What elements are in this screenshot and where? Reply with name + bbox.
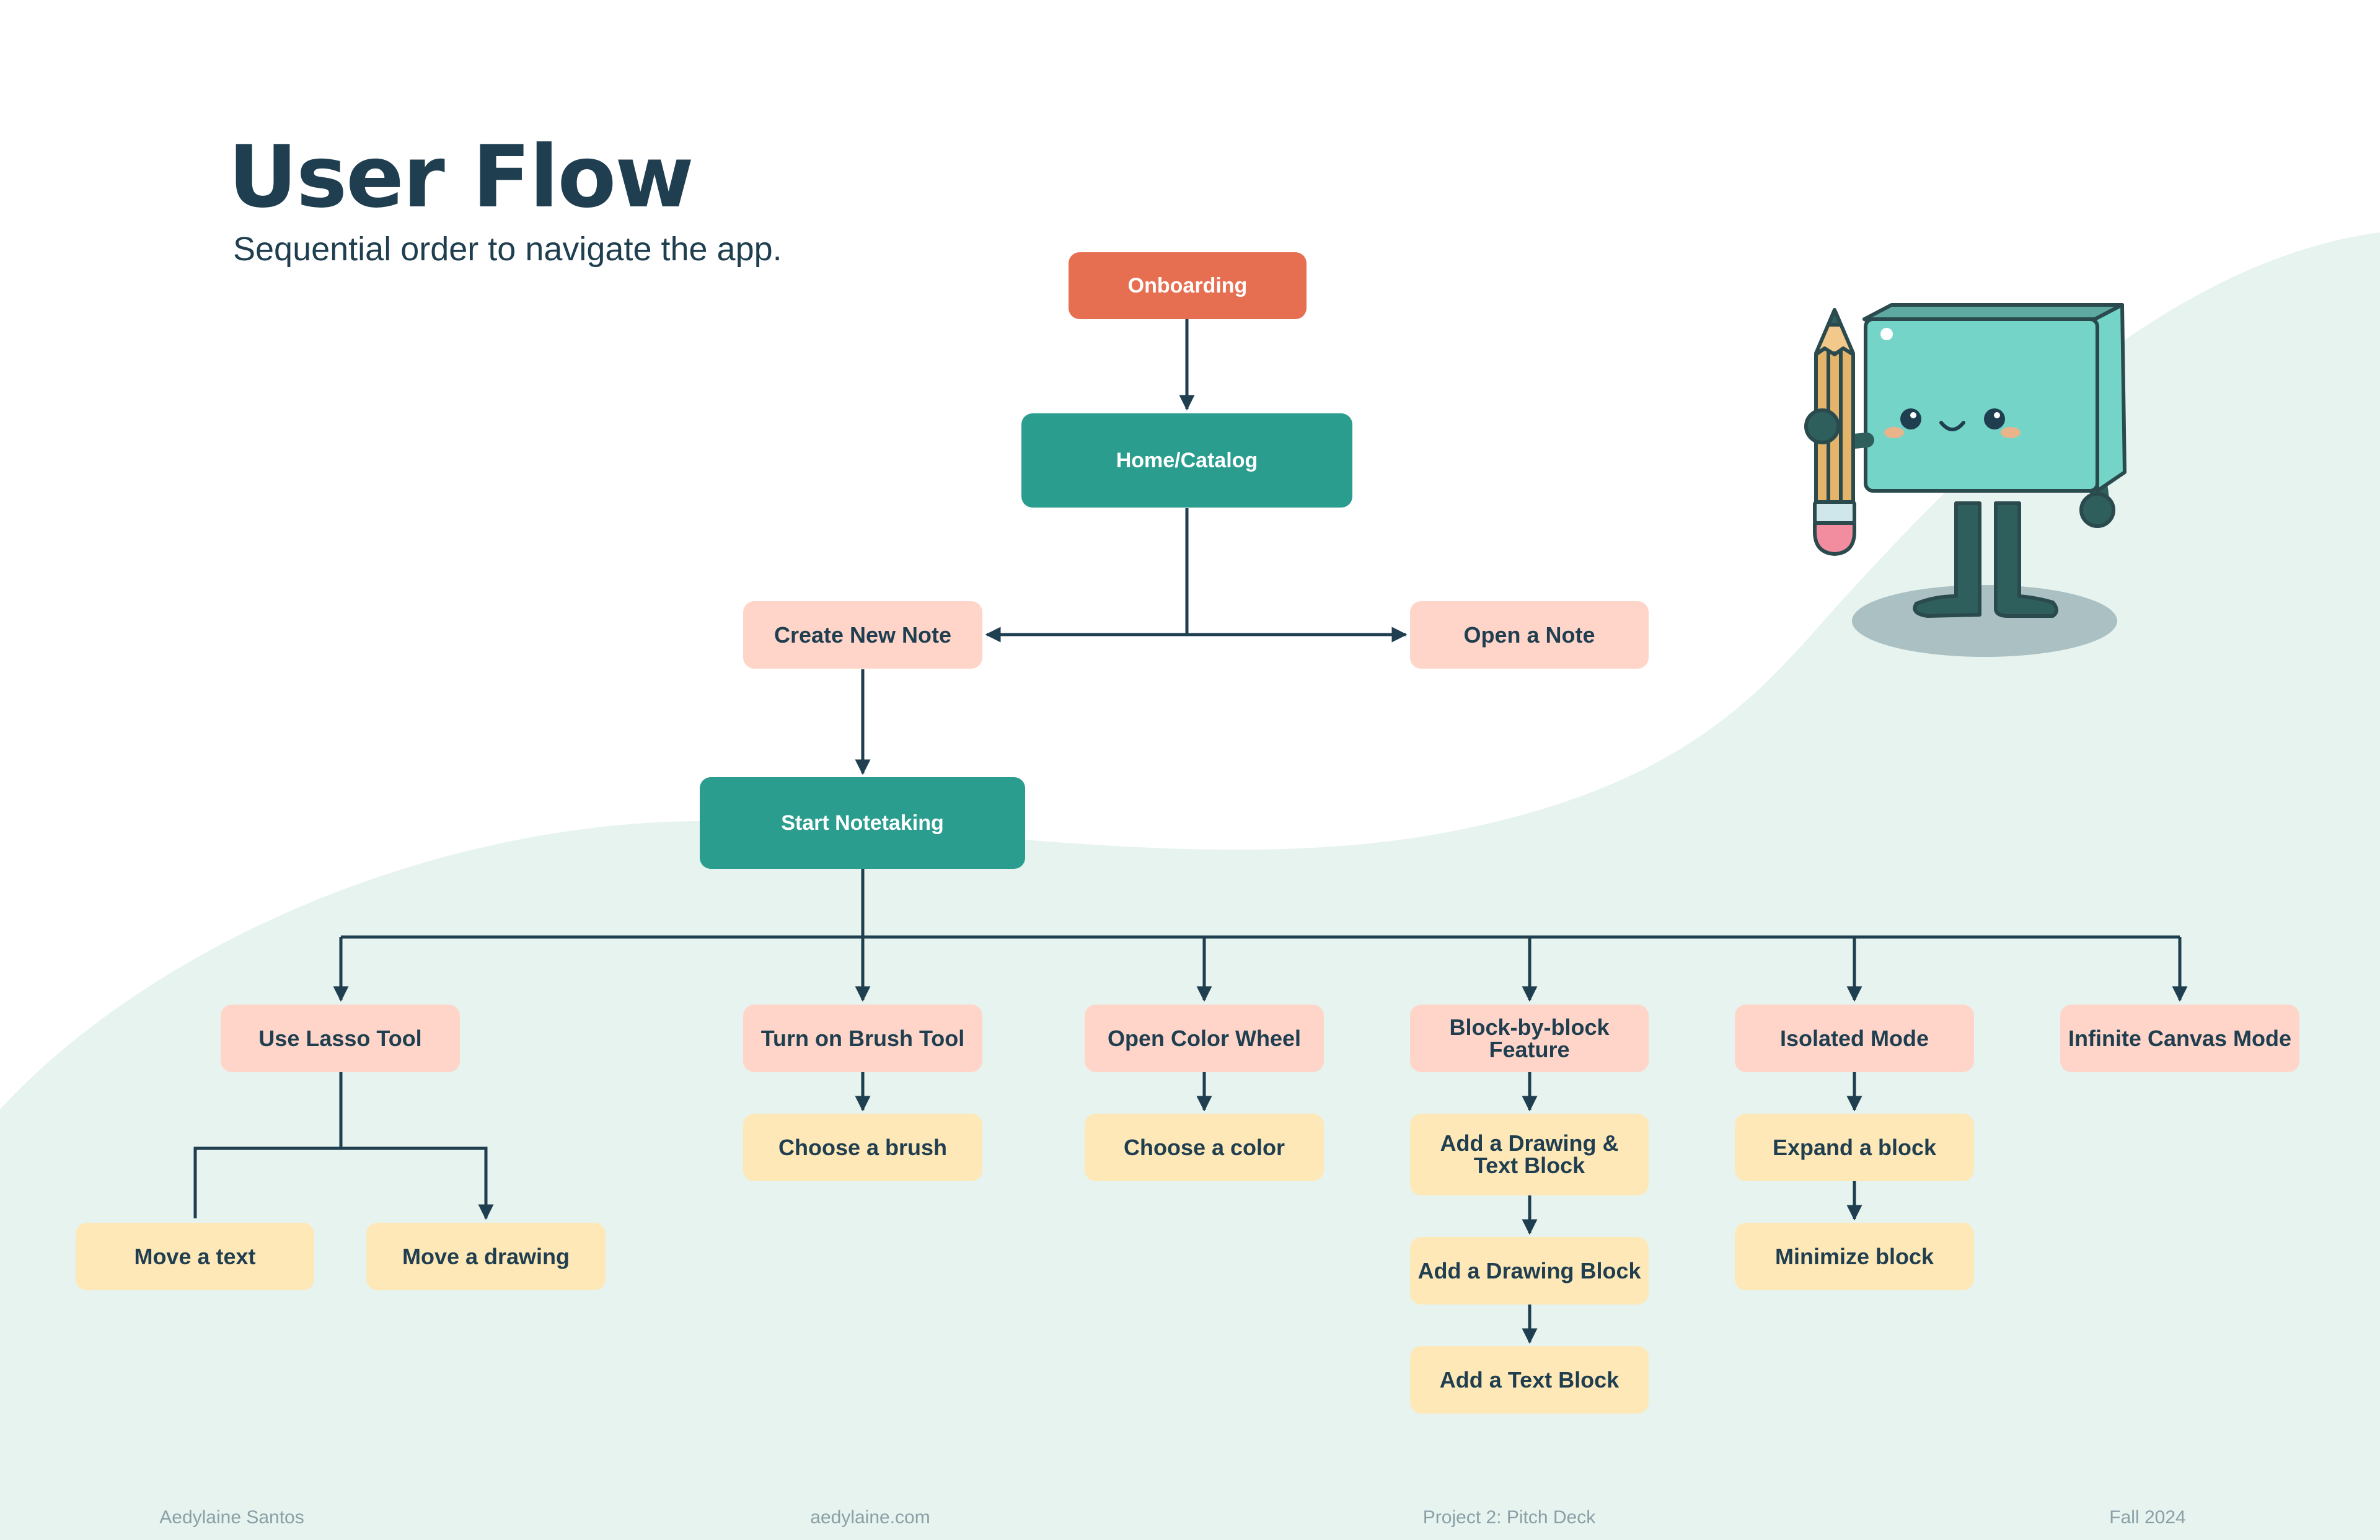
footer-author: Aedylaine Santos [159,1507,304,1528]
page-title: User Flow [228,127,694,227]
node-move-a-drawing[interactable]: Move a drawing [366,1223,606,1290]
node-choose-a-color[interactable]: Choose a color [1085,1114,1324,1181]
node-add-drawing-text-block[interactable]: Add a Drawing & Text Block [1410,1114,1649,1195]
page-subtitle: Sequential order to navigate the app. [233,231,782,268]
node-onboarding[interactable]: Onboarding [1069,252,1307,319]
node-isolated-mode[interactable]: Isolated Mode [1735,1005,1974,1072]
node-turn-on-brush-tool[interactable]: Turn on Brush Tool [743,1005,982,1072]
connector-lasso-split [193,1072,486,1218]
node-minimize-block[interactable]: Minimize block [1735,1223,1974,1290]
node-open-color-wheel[interactable]: Open Color Wheel [1085,1005,1324,1072]
node-use-lasso-tool[interactable]: Use Lasso Tool [221,1005,460,1072]
node-move-a-text[interactable]: Move a text [76,1223,314,1290]
cube-mascot-with-pencil-icon [1804,303,2127,657]
footer-website[interactable]: aedylaine.com [810,1507,930,1528]
node-add-a-text-block[interactable]: Add a Text Block [1410,1346,1649,1414]
footer-term: Fall 2024 [2109,1507,2186,1528]
node-block-by-block-feature[interactable]: Block-by-block Feature [1410,1005,1649,1072]
node-home-catalog[interactable]: Home/Catalog [1021,413,1352,508]
node-open-a-note[interactable]: Open a Note [1410,601,1649,669]
node-start-notetaking[interactable]: Start Notetaking [700,777,1025,869]
node-add-a-drawing-block[interactable]: Add a Drawing Block [1410,1237,1649,1305]
node-choose-a-brush[interactable]: Choose a brush [743,1114,982,1181]
footer-project: Project 2: Pitch Deck [1422,1507,1596,1528]
node-expand-a-block[interactable]: Expand a block [1735,1114,1974,1181]
node-infinite-canvas-mode[interactable]: Infinite Canvas Mode [2060,1005,2299,1072]
node-create-new-note[interactable]: Create New Note [743,601,982,669]
